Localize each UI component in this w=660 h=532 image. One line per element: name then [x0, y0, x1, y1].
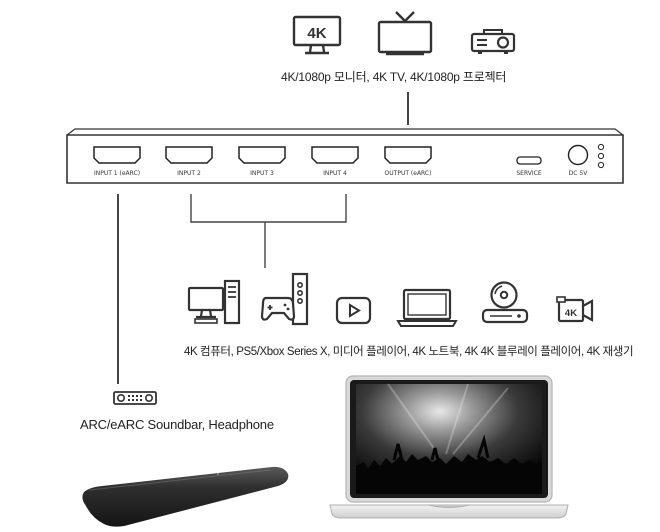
- monitor-4k-text: 4K: [307, 25, 326, 42]
- 4k-monitor-icon: 4K: [292, 15, 342, 55]
- soundbar-image: [82, 466, 289, 527]
- port-label: DC 5V: [568, 170, 588, 177]
- 4k-camera-icon: 4K: [556, 296, 594, 323]
- laptop-image: [329, 375, 569, 519]
- laptop-icon: [396, 288, 458, 327]
- hdmi-port-icon: [238, 146, 286, 164]
- hdmi-port-icon: [384, 146, 432, 164]
- input-connector-lines: [190, 194, 347, 268]
- soundbar-icon: [113, 391, 157, 405]
- bluray-player-icon: [481, 281, 529, 324]
- projector-icon: [470, 29, 516, 54]
- output-connector-line: [407, 92, 409, 125]
- usb-port-icon: [516, 156, 542, 165]
- camera-4k-text: 4K: [565, 308, 577, 319]
- hdmi-port-icon: [165, 146, 213, 164]
- hdmi-port-icon: [93, 146, 141, 164]
- port-label: INPUT 2: [177, 170, 201, 177]
- hdmi-port-icon: [311, 146, 359, 164]
- port-label: INPUT 4: [323, 170, 347, 177]
- sources-caption: 4K 컴퓨터, PS5/Xbox Series X, 미디어 플레이어, 4K …: [184, 346, 634, 358]
- dc-jack-icon: [567, 144, 589, 166]
- port-label: INPUT 3: [250, 170, 274, 177]
- audio-caption: ARC/eARC Soundbar, Headphone: [80, 417, 274, 432]
- game-console-icon: [260, 272, 309, 326]
- port-label: SERVICE: [516, 170, 542, 177]
- tv-icon: [377, 11, 433, 56]
- outputs-caption: 4K/1080p 모니터, 4K TV, 4K/1080p 프로젝터: [281, 70, 507, 84]
- port-label: INPUT 1 (eARC): [93, 170, 141, 177]
- port-label: OUTPUT (eARC): [384, 170, 432, 177]
- audio-connector-line: [117, 194, 119, 384]
- led-indicators: [597, 143, 605, 169]
- media-player-icon: [335, 296, 372, 325]
- desktop-computer-icon: [187, 279, 241, 325]
